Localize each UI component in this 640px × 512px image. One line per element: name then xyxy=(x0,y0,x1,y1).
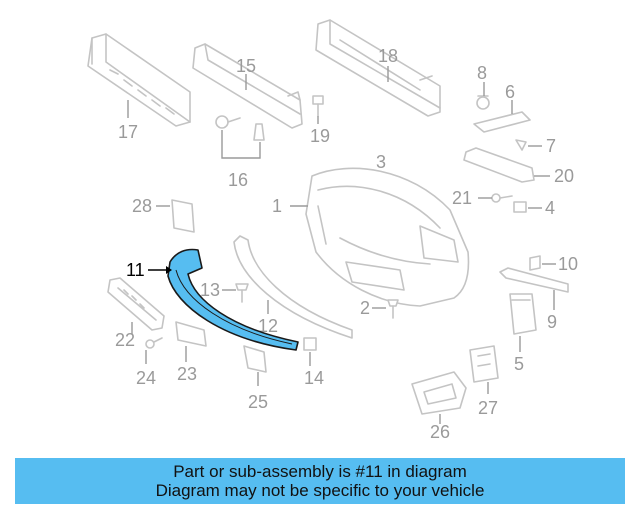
label-4: 4 xyxy=(545,198,555,218)
label-3: 3 xyxy=(376,152,386,172)
label-16: 16 xyxy=(228,170,248,190)
banner-line-1: Part or sub-assembly is #11 in diagram xyxy=(173,462,467,481)
part-27-cover[interactable] xyxy=(469,345,499,383)
leader-16 xyxy=(221,130,261,159)
part-6-bracket[interactable] xyxy=(473,111,531,133)
label-19: 19 xyxy=(310,126,330,146)
part-11-highlighted[interactable] xyxy=(167,248,299,351)
part-22-grille[interactable] xyxy=(107,277,165,331)
part-12-lower-lip[interactable] xyxy=(233,235,353,339)
label-5: 5 xyxy=(514,354,524,374)
part-15-upper-stay[interactable] xyxy=(192,43,303,129)
info-banner: Part or sub-assembly is #11 in diagram D… xyxy=(15,458,625,504)
part-7-screw[interactable] xyxy=(515,139,527,151)
label-11: 11 xyxy=(126,260,145,280)
label-7: 7 xyxy=(546,136,556,156)
part-5-air-duct[interactable] xyxy=(509,293,537,335)
part-13-bolt[interactable] xyxy=(235,283,249,303)
part-1-bumper-cover[interactable] xyxy=(305,167,470,307)
part-18-reinforcement-beam[interactable] xyxy=(315,19,441,117)
label-1: 1 xyxy=(272,196,282,216)
part-9-side-molding[interactable] xyxy=(499,267,569,293)
label-13: 13 xyxy=(200,280,220,300)
part-25-fog-bracket[interactable] xyxy=(243,345,267,373)
label-28: 28 xyxy=(132,196,152,216)
part-28-license-bracket[interactable] xyxy=(171,199,195,233)
label-12: 12 xyxy=(258,316,278,336)
label-21: 21 xyxy=(452,188,472,208)
part-2-bolt[interactable] xyxy=(387,299,399,319)
label-27: 27 xyxy=(478,398,498,418)
part-8-push-clip[interactable] xyxy=(476,95,490,110)
label-25: 25 xyxy=(248,392,268,412)
label-26: 26 xyxy=(430,422,450,442)
label-9: 9 xyxy=(547,312,557,332)
label-2: 2 xyxy=(360,298,370,318)
part-17-energy-absorber[interactable] xyxy=(87,33,191,127)
label-22: 22 xyxy=(115,330,135,350)
label-6: 6 xyxy=(505,82,515,102)
part-4-nut[interactable] xyxy=(513,201,527,213)
part-19-clip[interactable] xyxy=(312,95,324,117)
part-20-side-bracket[interactable] xyxy=(463,147,535,183)
leader-11-arrow xyxy=(166,266,172,274)
label-15: 15 xyxy=(236,56,256,76)
label-24: 24 xyxy=(136,368,156,388)
part-10-clip[interactable] xyxy=(529,255,541,271)
label-10: 10 xyxy=(558,254,578,274)
part-23-side-cover[interactable] xyxy=(175,321,207,347)
label-23: 23 xyxy=(177,364,197,384)
label-14: 14 xyxy=(304,368,324,388)
label-8: 8 xyxy=(477,63,487,83)
part-26-lamp-housing[interactable] xyxy=(411,371,467,415)
label-18: 18 xyxy=(378,46,398,66)
parts-diagram: 17 15 18 19 16 8 6 7 xyxy=(87,19,578,442)
label-17: 17 xyxy=(118,122,138,142)
part-24-screw[interactable] xyxy=(145,337,163,349)
part-16-fastener-set[interactable] xyxy=(215,115,265,141)
label-20: 20 xyxy=(554,166,574,186)
part-14-nut[interactable] xyxy=(303,337,317,351)
banner-line-2: Diagram may not be specific to your vehi… xyxy=(155,481,485,500)
part-21-screw[interactable] xyxy=(491,193,513,203)
